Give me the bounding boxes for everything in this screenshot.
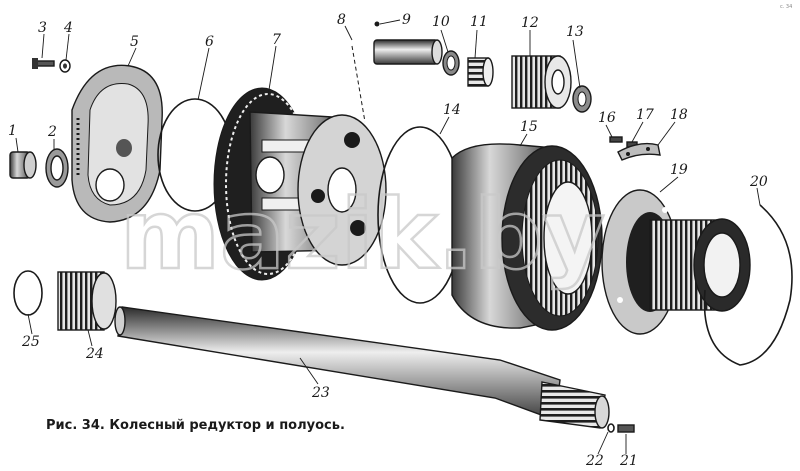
part-label-8: 8	[337, 12, 346, 28]
part-label-12: 12	[521, 15, 539, 31]
part-label-19: 19	[670, 162, 688, 178]
part-24-sun-gear	[57, 271, 117, 331]
part-16-bolt	[609, 136, 623, 143]
part-label-6: 6	[205, 34, 214, 50]
figure-caption: Рис. 34. Колесный редуктор и полуось.	[46, 418, 345, 433]
part-label-24: 24	[85, 346, 104, 362]
part-label-17: 17	[636, 107, 654, 123]
part-label-20: 20	[749, 174, 768, 190]
part-23-axle-shaft	[114, 306, 610, 429]
part-3-bolt	[32, 58, 55, 69]
part-2-washer	[45, 148, 69, 188]
part-label-23: 23	[311, 385, 330, 401]
part-label-13: 13	[566, 24, 584, 40]
part-1-cap	[9, 151, 37, 179]
corner-mark: с. 34	[780, 4, 792, 10]
part-12-planet-gear	[511, 55, 572, 109]
part-label-5: 5	[130, 34, 139, 50]
part-label-7: 7	[272, 32, 281, 48]
part-label-11: 11	[470, 14, 488, 30]
part-label-16: 16	[598, 110, 616, 126]
part-label-3: 3	[38, 20, 47, 36]
leader-lines	[15, 19, 761, 455]
part-13-washer	[572, 85, 592, 113]
carrier-plate	[297, 114, 387, 266]
part-25-ring	[13, 270, 43, 316]
part-10-washer	[442, 50, 460, 76]
part-label-22: 22	[585, 453, 604, 469]
part-labels: 1 2 3 4 5 6 7 8 9 10 11 12 13 14 15 16 1…	[8, 12, 768, 469]
part-21-pin	[617, 424, 635, 433]
part-label-2: 2	[47, 124, 57, 140]
part-label-1: 1	[8, 123, 17, 139]
part-4-nut	[59, 59, 71, 73]
part-label-25: 25	[21, 334, 40, 350]
part-8-pin	[351, 39, 443, 123]
part-label-21: 21	[619, 453, 638, 469]
part-label-4: 4	[63, 20, 73, 36]
part-19-hub	[601, 189, 751, 335]
part-15-ring-gear	[451, 143, 603, 331]
part-9-ball	[374, 21, 380, 27]
part-18-lock-plate	[617, 142, 661, 161]
part-label-10: 10	[432, 14, 450, 30]
part-label-15: 15	[520, 119, 538, 135]
part-11-bearing	[467, 57, 494, 87]
part-20-snap-ring	[703, 204, 793, 366]
part-label-18: 18	[670, 107, 688, 123]
watermark-text: mazik.by	[120, 179, 605, 291]
part-label-9: 9	[402, 12, 411, 28]
part-label-14: 14	[443, 102, 461, 118]
part-22-washer	[607, 423, 615, 433]
